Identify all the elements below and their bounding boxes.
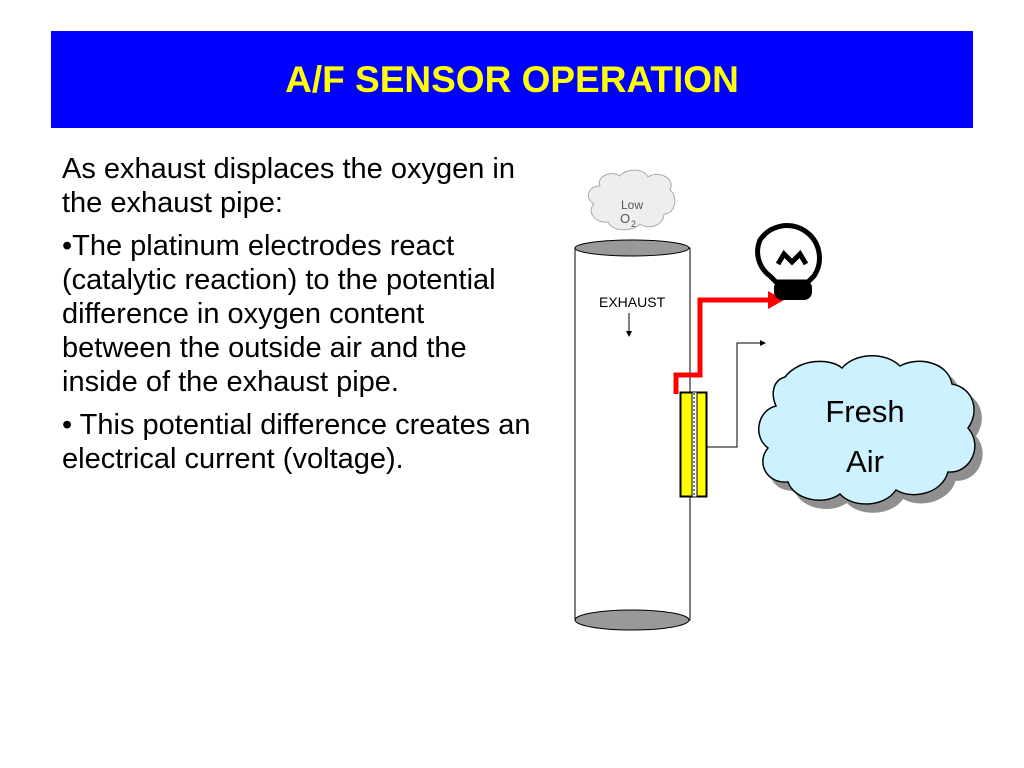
- fresh-air-label-line2: Air: [846, 444, 884, 479]
- light-bulb-icon: [755, 223, 822, 300]
- sensor-element: [679, 391, 708, 498]
- bullet-potential-difference: • This potential difference creates an e…: [62, 409, 531, 475]
- signal-wire: [673, 291, 784, 394]
- exhaust-label: EXHAUST: [599, 294, 666, 310]
- pipe-top-cap: [574, 239, 690, 257]
- pipe-bottom-cap: [574, 609, 690, 631]
- af-sensor-diagram: Low O 2 EXHAUST Fresh: [574, 169, 976, 631]
- cloud-o2-subscript: 2: [631, 219, 636, 229]
- exhaust-pipe: EXHAUST: [574, 239, 691, 631]
- exhaust-flow-arrow: [626, 313, 632, 337]
- body-text: As exhaust displaces the oxygen in the e…: [62, 152, 532, 485]
- low-o2-cloud: Low O 2: [587, 169, 676, 231]
- intro-paragraph: As exhaust displaces the oxygen in the e…: [62, 153, 515, 219]
- fresh-air-cloud: [758, 355, 976, 505]
- cloud-low-text: Low: [621, 198, 643, 212]
- cloud-o2-text: O: [620, 211, 630, 226]
- title-bar: A/F SENSOR OPERATION: [51, 31, 973, 128]
- reference-air-line: [707, 340, 766, 448]
- slide-title: A/F SENSOR OPERATION: [285, 58, 739, 100]
- bullet-platinum-electrodes: •The platinum electrodes react (catalyti…: [62, 230, 496, 398]
- fresh-air-label-line1: Fresh: [825, 394, 904, 429]
